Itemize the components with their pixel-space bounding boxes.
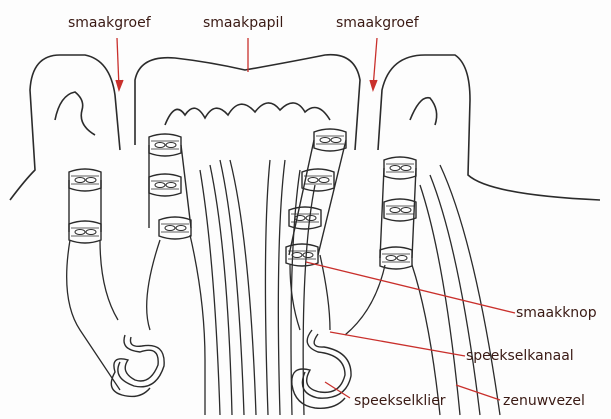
salivary-gland-right (291, 329, 352, 409)
label-smaakgroef-left: smaakgroef (68, 15, 151, 31)
label-smaakknop: smaakknop (516, 305, 597, 321)
taste-bud-stacks (68, 128, 417, 270)
right-tongue-fold (377, 54, 601, 201)
pointer-smaakgroef-right (372, 37, 378, 89)
left-tongue-fold (9, 54, 121, 201)
nerve-fibres (66, 159, 501, 416)
pointer-smaakgroef-left (116, 37, 120, 89)
pointer-zenuwvezel (455, 384, 501, 401)
cell-walls (68, 139, 417, 259)
pointer-smaakknop (305, 261, 516, 314)
central-papilla (134, 53, 361, 151)
pointer-speekselkanaal (329, 331, 466, 357)
label-speekselklier: speekselklier (354, 393, 446, 409)
label-smaakpapil: smaakpapil (203, 15, 284, 31)
label-speekselkanaal: speekselkanaal (466, 348, 574, 364)
pointer-speekselklier (324, 381, 351, 399)
pointer-lines (115, 37, 516, 401)
label-smaakgroef-right: smaakgroef (336, 15, 419, 31)
label-zenuwvezel: zenuwvezel (503, 393, 585, 409)
salivary-gland-left (110, 334, 165, 398)
